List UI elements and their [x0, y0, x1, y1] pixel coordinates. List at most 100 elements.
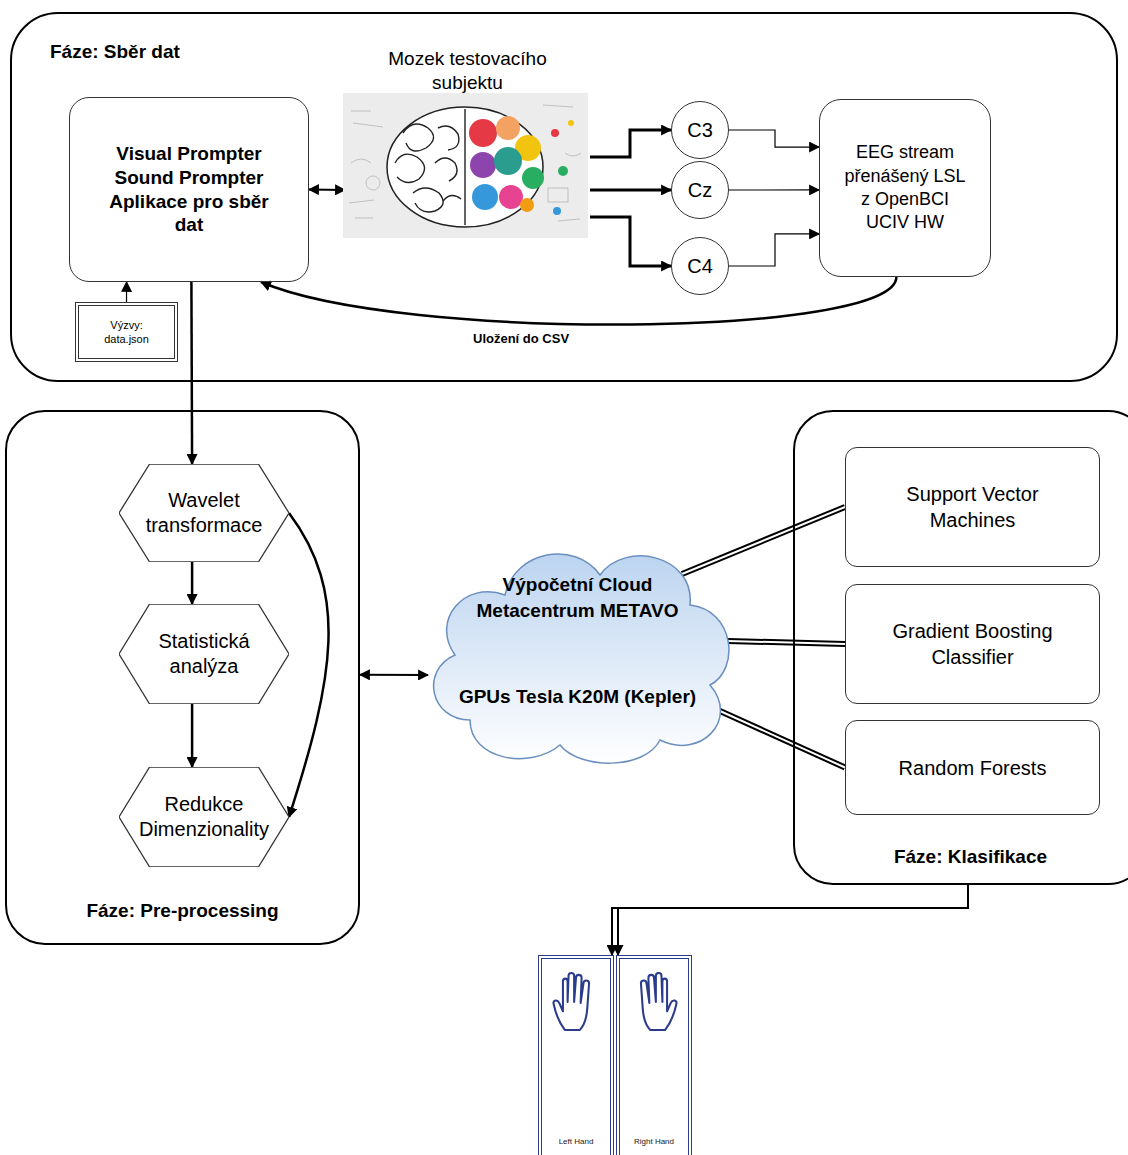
connector [191, 282, 193, 464]
text-holder: Cz [688, 178, 712, 203]
connector-line [289, 513, 329, 817]
text-holder: C3 [687, 118, 713, 143]
electrode-circle: Cz [671, 161, 729, 219]
connector-line [261, 277, 896, 325]
process-box: Gradient Boosting Classifier [845, 584, 1100, 704]
connector-line [729, 189, 819, 190]
brain-illustration [343, 93, 588, 238]
cloud-shape [434, 554, 729, 763]
node-label: C3 [687, 118, 713, 143]
node-label: Fáze: Pre-processing [86, 899, 278, 923]
connector-line [590, 188, 671, 191]
file-box: Výzvy: data.json [75, 302, 178, 362]
connector [682, 507, 845, 574]
node-label: Výzvy: data.json [97, 318, 157, 347]
hexagon-shape [119, 604, 289, 704]
text-holder: Gradient Boosting Classifier [873, 618, 1073, 670]
node-label: GPUs Tesla K20M (Kepler) [459, 685, 696, 709]
process-box: Support Vector Machines [845, 447, 1100, 567]
connector [590, 189, 671, 190]
right-hand-icon [626, 968, 682, 1034]
node-label: Gradient Boosting Classifier [873, 618, 1073, 670]
hexagon-shape [119, 464, 289, 562]
connector-line [729, 130, 819, 147]
process-box: Visual PrompterSound PrompterAplikace pr… [69, 97, 309, 282]
connector [590, 217, 671, 266]
output-card: Left Hand [538, 955, 614, 1155]
process-hexagon: Statistická analýza [119, 604, 289, 704]
connector [126, 282, 127, 302]
connector [729, 130, 819, 147]
connector-line [191, 704, 194, 767]
node-label: EEG stream přenášený LSL z OpenBCI UCIV … [840, 141, 970, 235]
node-label: Cz [688, 178, 712, 203]
electrode-circle: C3 [671, 101, 729, 159]
text-holder: Random Forests [899, 755, 1047, 781]
node-label: Statistická analýza [136, 629, 272, 679]
phase-title-holder: Fáze: Sběr dat [50, 40, 180, 64]
edge-label: Uložení do CSV [470, 331, 572, 346]
double-line-outer [682, 507, 845, 574]
hexagon-outline [119, 767, 289, 867]
node-label: Right Hand [634, 1137, 674, 1147]
hexagon-outline [119, 604, 289, 704]
node-label: C4 [687, 254, 713, 279]
connector-line [309, 189, 345, 191]
card-text-holder: Left Hand [542, 1137, 610, 1147]
double-line-inner [720, 711, 845, 768]
double-line-inner [682, 507, 845, 574]
connector [728, 641, 845, 644]
double-line-outer [720, 711, 845, 768]
text-holder: Výzvy: data.json [97, 318, 157, 347]
connector [612, 885, 968, 955]
hand-outline [553, 973, 589, 1030]
text-holder: Statistická analýza [136, 629, 272, 679]
node-label: Sound Prompter [115, 166, 264, 190]
connector-line [590, 217, 671, 266]
node-label: Visual Prompter [116, 142, 261, 166]
connector-line [126, 282, 127, 302]
node-label: Výpočetní Cloud Metacentrum METAVO [458, 572, 698, 623]
connector-line [618, 885, 968, 955]
phase-title-holder: Fáze: Pre-processing [7, 899, 358, 923]
text-holder: EEG stream přenášený LSL z OpenBCI UCIV … [840, 141, 970, 235]
phase-panel: Fáze: Klasifikace Support Vector Machines… [793, 410, 1128, 885]
phase-title-holder: Fáze: Klasifikace [795, 845, 1128, 869]
hand-outline [641, 973, 677, 1030]
connector-line [590, 130, 671, 157]
compute-cloud: Výpočetní Cloud Metacentrum METAVO GPUs T… [410, 520, 745, 770]
hexagon-outline [119, 464, 289, 562]
connector [729, 189, 819, 190]
node-label: Wavelet transformace [136, 488, 272, 538]
node-label: Mozek testovacího subjektu [368, 47, 568, 95]
process-box: Random Forests [845, 720, 1100, 815]
connector-line [729, 234, 819, 266]
output-card: Right Hand [616, 955, 692, 1155]
text-holder: C4 [687, 254, 713, 279]
text-holder: Visual PrompterSound PrompterAplikace pr… [94, 142, 284, 237]
connector [192, 562, 193, 604]
connector-line [612, 885, 968, 955]
hexagon-shape [119, 767, 289, 867]
connector [590, 130, 671, 157]
connector-line [360, 674, 428, 676]
connector-line [190, 282, 193, 464]
node-label: Aplikace pro sběr dat [94, 190, 284, 238]
heading-holder: Mozek testovacího subjektu [345, 47, 590, 95]
cloud-text-holder: Výpočetní Cloud Metacentrum METAVO [410, 572, 745, 623]
electrode-circle: C4 [671, 237, 729, 295]
card-text-holder: Right Hand [620, 1137, 688, 1147]
connector [618, 885, 968, 955]
node-label: Left Hand [559, 1137, 594, 1147]
connector-line [191, 562, 194, 604]
text-holder: Support Vector Machines [873, 481, 1073, 533]
node-label: Fáze: Klasifikace [894, 845, 1047, 869]
brain-outline [387, 107, 543, 227]
phase-panel: Fáze: Pre-processing Wavelet transformace… [5, 410, 360, 945]
connector [729, 234, 819, 266]
process-box: EEG stream přenášený LSL z OpenBCI UCIV … [819, 99, 991, 277]
text-holder: Redukce Dimenzionality [136, 792, 272, 842]
double-line-inner [728, 641, 845, 644]
node-label: Fáze: Sběr dat [50, 40, 180, 64]
